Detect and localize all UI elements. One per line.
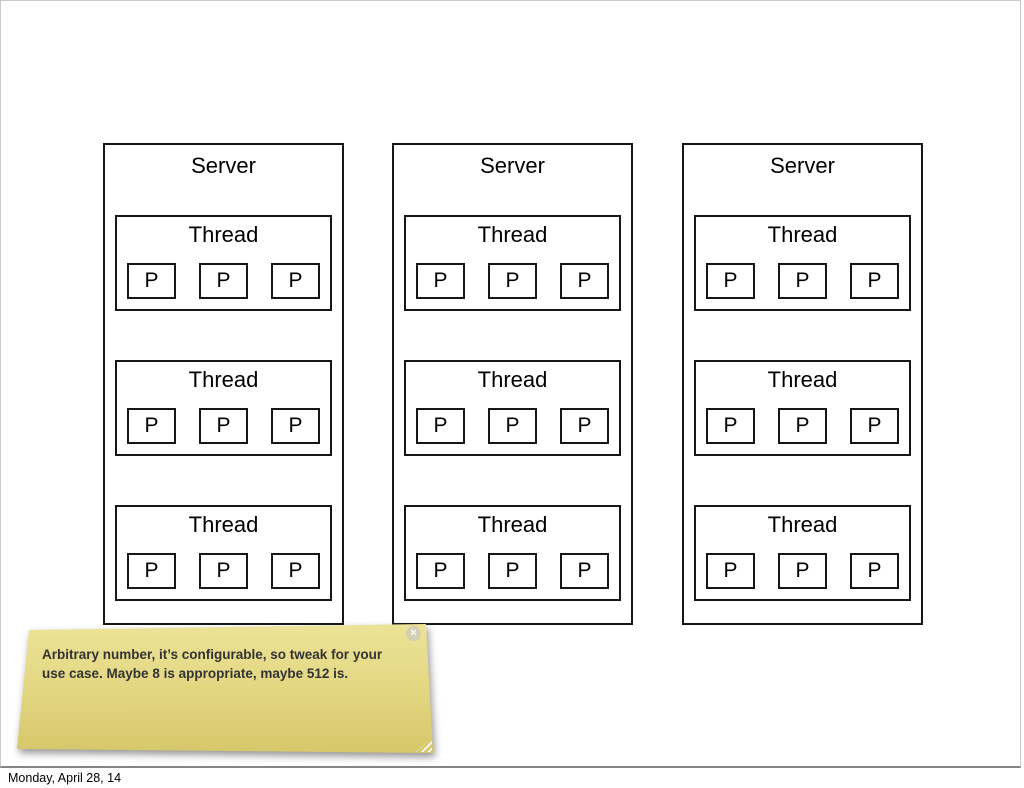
process-row: P P P <box>127 263 320 299</box>
process-box: P <box>416 408 465 444</box>
server-box: Server Thread P P P Thread P P P Thread … <box>682 143 923 625</box>
process-box: P <box>850 263 899 299</box>
thread-title: Thread <box>767 222 838 247</box>
thread-box: Thread P P P <box>694 505 911 601</box>
slide-canvas: Server Thread P P P Thread P P P Thread … <box>0 0 1021 768</box>
thread-box: Thread P P P <box>404 215 621 311</box>
server-title: Server <box>191 153 256 178</box>
process-box: P <box>778 553 827 589</box>
thread-title: Thread <box>477 222 548 247</box>
thread-title: Thread <box>767 367 838 392</box>
process-box: P <box>488 553 537 589</box>
process-box: P <box>271 263 320 299</box>
process-box: P <box>850 553 899 589</box>
process-box: P <box>560 553 609 589</box>
process-box: P <box>560 408 609 444</box>
process-box: P <box>127 263 176 299</box>
process-box: P <box>778 263 827 299</box>
server-title: Server <box>480 153 545 178</box>
thread-box: Thread P P P <box>694 360 911 456</box>
process-box: P <box>706 408 755 444</box>
thread-box: Thread P P P <box>115 215 332 311</box>
thread-title: Thread <box>188 367 259 392</box>
thread-title: Thread <box>767 512 838 537</box>
thread-title: Thread <box>477 367 548 392</box>
server-title: Server <box>770 153 835 178</box>
process-box: P <box>416 263 465 299</box>
process-row: P P P <box>706 408 899 444</box>
process-box: P <box>706 263 755 299</box>
process-box: P <box>488 263 537 299</box>
thread-box: Thread P P P <box>694 215 911 311</box>
thread-box: Thread P P P <box>115 360 332 456</box>
presenter-date: Monday, April 28, 14 <box>8 771 122 785</box>
server-box: Server Thread P P P Thread P P P Thread … <box>103 143 344 625</box>
close-icon[interactable]: × <box>406 626 421 641</box>
process-row: P P P <box>416 263 609 299</box>
process-box: P <box>271 408 320 444</box>
process-row: P P P <box>706 263 899 299</box>
thread-title: Thread <box>477 512 548 537</box>
process-box: P <box>127 408 176 444</box>
process-box: P <box>778 408 827 444</box>
process-row: P P P <box>706 553 899 589</box>
process-box: P <box>199 408 248 444</box>
thread-box: Thread P P P <box>404 360 621 456</box>
thread-box: Thread P P P <box>404 505 621 601</box>
sticky-note-paper: Arbitrary number, it’s configurable, so … <box>17 624 433 753</box>
thread-title: Thread <box>188 512 259 537</box>
process-box: P <box>271 553 320 589</box>
process-box: P <box>560 263 609 299</box>
sticky-note-text: Arbitrary number, it’s configurable, so … <box>42 647 383 681</box>
process-row: P P P <box>127 408 320 444</box>
process-box: P <box>199 553 248 589</box>
process-box: P <box>488 408 537 444</box>
process-box: P <box>416 553 465 589</box>
process-box: P <box>199 263 248 299</box>
process-row: P P P <box>416 553 609 589</box>
server-box: Server Thread P P P Thread P P P Thread … <box>392 143 633 625</box>
process-row: P P P <box>127 553 320 589</box>
process-box: P <box>127 553 176 589</box>
process-box: P <box>706 553 755 589</box>
thread-box: Thread P P P <box>115 505 332 601</box>
process-row: P P P <box>416 408 609 444</box>
resize-grip-icon[interactable] <box>416 737 432 752</box>
thread-title: Thread <box>188 222 259 247</box>
process-box: P <box>850 408 899 444</box>
sticky-note[interactable]: Arbitrary number, it’s configurable, so … <box>14 619 442 761</box>
